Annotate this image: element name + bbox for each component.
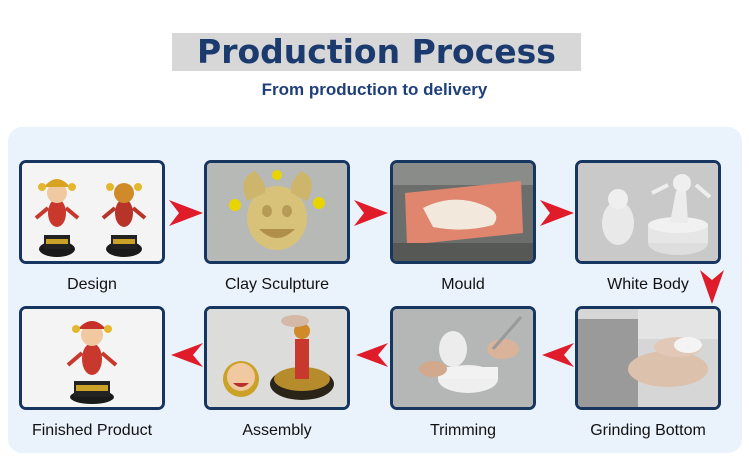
step-label-finished-product: Finished Product [31,422,153,439]
step-label-mould: Mould [441,276,485,293]
arrow-left-icon [171,343,203,367]
step-label-grinding-bottom: Grinding Bottom [590,422,706,439]
step-finished-product-image [19,306,165,410]
arrow-right-icon [540,200,574,226]
step-label-design: Design [67,276,117,293]
title-background [172,33,581,71]
page-title: Production Process [197,32,556,71]
step-label-assembly: Assembly [242,422,312,439]
step-assembly-image [204,306,350,410]
arrow-right-icon [354,200,388,226]
step-mould-image [390,160,536,264]
step-trimming-image [390,306,536,410]
arrow-left-icon [542,343,574,367]
step-grinding-bottom-image [575,306,721,410]
step-design-image [19,160,165,264]
step-white-body-image [575,160,721,264]
page-subtitle: From production to delivery [261,80,488,99]
arrow-down-icon [700,270,724,304]
step-label-white-body: White Body [607,276,689,293]
arrow-right-icon [169,200,203,226]
arrow-left-icon [356,343,388,367]
step-label-clay-sculpture: Clay Sculpture [224,276,330,293]
step-label-trimming: Trimming [429,422,497,439]
step-clay-sculpture-image [204,160,350,264]
